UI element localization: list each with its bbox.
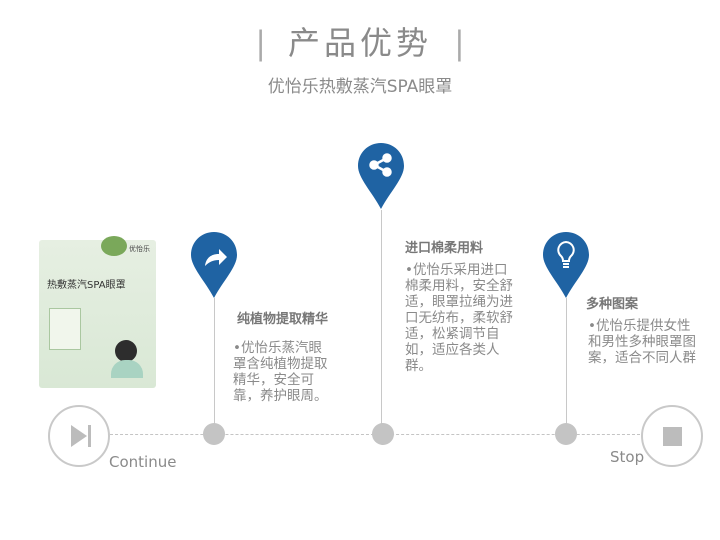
- timeline-dot[interactable]: [203, 423, 225, 445]
- page-title: |产品优势|: [255, 24, 465, 62]
- model-image: [115, 340, 137, 362]
- feature-body: •优怡乐提供女性和男性多种眼罩图案，适合不同人群: [588, 318, 696, 366]
- timeline-dot[interactable]: [372, 423, 394, 445]
- feature-heading: 纯植物提取精华: [237, 312, 329, 327]
- product-name: 热敷蒸汽SPA眼罩: [47, 280, 126, 291]
- stop-icon: [663, 427, 682, 446]
- feature-heading: 进口棉柔用料: [405, 241, 484, 256]
- stop-label[interactable]: Stop: [610, 448, 645, 466]
- product-image: 优怡乐 热敷蒸汽SPA眼罩: [39, 236, 156, 388]
- flower-image: [49, 308, 81, 350]
- share-arrow-icon: [191, 232, 237, 298]
- play-icon: [71, 425, 91, 447]
- share-icon: [358, 143, 404, 209]
- logo-icon: [101, 236, 127, 256]
- feature-body: •优怡乐采用进口棉柔用料，安全舒适，眼罩拉绳为进口无纺布，柔软舒适，松紧调节自如…: [405, 262, 513, 374]
- feature-body: •优怡乐蒸汽眼罩含纯植物提取精华，安全可靠，养护眼周。: [233, 340, 328, 404]
- stop-button[interactable]: [641, 405, 703, 467]
- play-button[interactable]: [48, 405, 110, 467]
- continue-label[interactable]: Continue: [109, 453, 177, 471]
- product-brand: 优怡乐: [129, 245, 150, 253]
- feature-heading: 多种图案: [586, 297, 639, 312]
- subtitle: 优怡乐热敷蒸汽SPA眼罩: [267, 77, 453, 97]
- lightbulb-icon: [543, 232, 589, 298]
- timeline-dot[interactable]: [555, 423, 577, 445]
